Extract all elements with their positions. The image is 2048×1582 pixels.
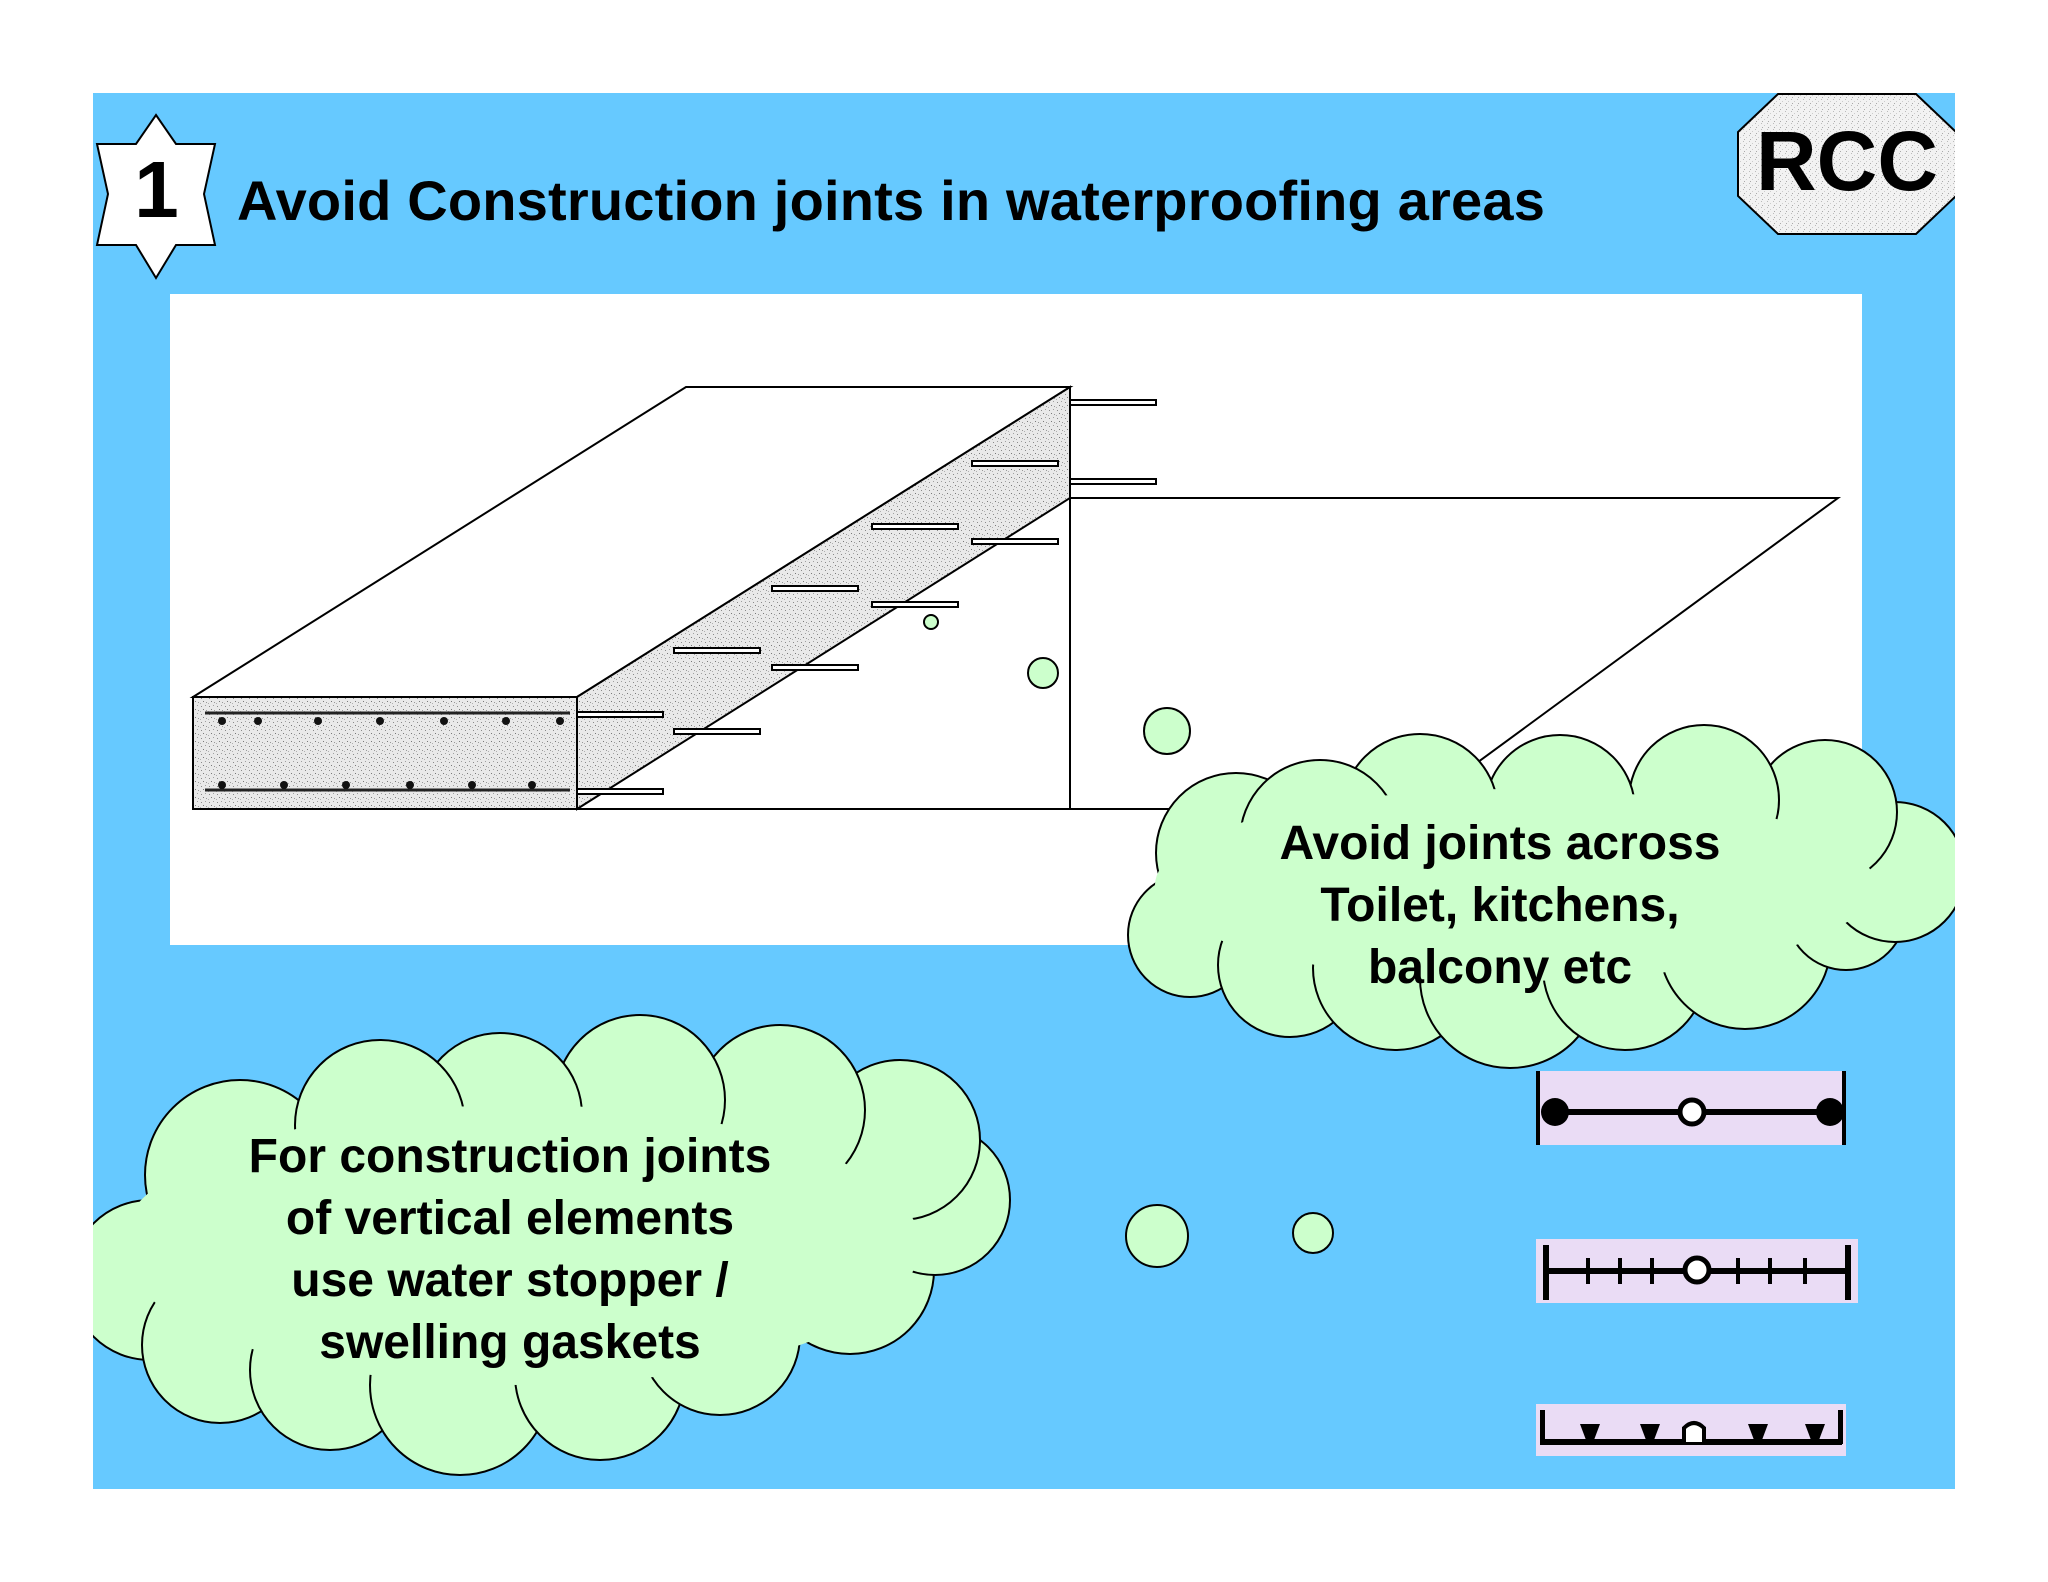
rcc-badge-label: RCC [1756,114,1938,208]
page-margin-left [0,0,93,1582]
star-badge-icon [95,113,217,280]
right-cloud-line: Avoid joints across [1279,817,1721,870]
left-cloud-line: use water stopper / [291,1254,729,1307]
left-cloud-line: For construction joints [248,1130,772,1183]
left-cloud-line: swelling gaskets [319,1316,701,1369]
water-stopper-ribbed-icon [1536,1239,1858,1303]
dowel-bars [576,399,1157,795]
right-cloud-line: balcony etc [1367,941,1633,994]
slide-title: Avoid Construction joints in waterproofi… [237,169,1546,232]
slide-number-badge: 1 [95,112,218,282]
right-cloud-text: Avoid joints across Toilet, kitchens, ba… [1200,813,1800,999]
right-cloud-line: Toilet, kitchens, [1320,879,1680,932]
rcc-badge: RCC [1736,92,1958,236]
right-thought-cloud [1127,724,1966,1069]
left-thought-cloud [69,1014,1011,1476]
left-cloud-text: For construction joints of vertical elem… [180,1126,840,1374]
slide-number: 1 [134,145,179,234]
page-margin-right [1955,0,2048,1582]
water-stopper-serrated-icon [1536,1404,1846,1456]
water-stopper-bulb-icon [1536,1071,1846,1145]
octagon-badge-icon [1737,93,1957,235]
left-cloud-line: of vertical elements [285,1192,735,1245]
